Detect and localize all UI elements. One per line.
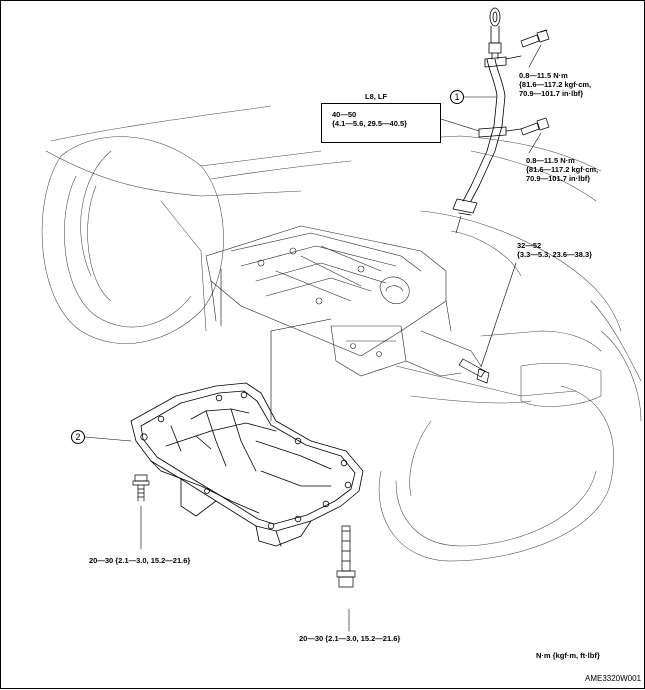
dipstick-lower-bolt — [520, 117, 550, 136]
dipstick-tube — [452, 7, 522, 216]
dipstick-lower-torque-line-3: 70.9—101.7 in·lbf} — [526, 174, 591, 183]
l8-lf-torque-line-1: 40—50 — [332, 110, 357, 119]
engine-block — [205, 225, 482, 377]
dipstick-upper-torque: 0.8—11.5 N·m {81.6—117.2 kgf·cm, 70.9—10… — [519, 71, 591, 98]
transaxle-torque-line-2: {3.3—5.3, 23.6—38.3} — [517, 250, 593, 259]
oil-pan — [130, 382, 364, 547]
oil-pan-bolt-bottom — [336, 525, 356, 588]
vehicle-body-background — [41, 105, 642, 562]
oil-pan-left-torque: 20—30 {2.1—3.0, 15.2—21.6} — [89, 556, 191, 565]
dipstick-lower-torque-line-2: {81.6—117.2 kgf·cm, — [526, 165, 599, 174]
oil-pan-bolt-left — [132, 474, 150, 502]
dipstick-upper-torque-line-3: 70.9—101.7 in·lbf} — [519, 89, 584, 98]
transaxle-bolt — [458, 358, 490, 384]
leader-lines — [84, 44, 542, 632]
transaxle-torque: 32—52 {3.3—5.3, 23.6—38.3} — [517, 241, 592, 259]
l8-lf-torque-spec: 40—50 {4.1—5.6, 29.5—40.5} — [332, 110, 407, 128]
engine-label: L8, LF — [365, 92, 388, 101]
dipstick-upper-torque-line-1: 0.8—11.5 N·m — [519, 71, 568, 80]
l8-lf-torque-line-2: {4.1—5.6, 29.5—40.5} — [332, 119, 408, 128]
callout-2: 2 — [71, 430, 85, 444]
dipstick-upper-bolt — [520, 29, 550, 48]
transaxle-torque-line-1: 32—52 — [517, 241, 542, 250]
units-note: N·m {kgf·m, ft·lbf} — [536, 651, 600, 660]
figure-code: AME3320W001 — [585, 674, 642, 683]
callout-1: 1 — [450, 90, 464, 104]
l8-lf-torque-box: 40—50 {4.1—5.6, 29.5—40.5} — [321, 103, 441, 143]
dipstick-upper-torque-line-2: {81.6—117.2 kgf·cm, — [519, 80, 592, 89]
oil-pan-bottom-torque: 20—30 {2.1—3.0, 15.2—21.6} — [299, 634, 401, 643]
dipstick-lower-torque-line-1: 0.8—11.5 N·m — [526, 156, 575, 165]
dipstick-lower-torque: 0.8—11.5 N·m {81.6—117.2 kgf·cm, 70.9—10… — [526, 156, 598, 183]
